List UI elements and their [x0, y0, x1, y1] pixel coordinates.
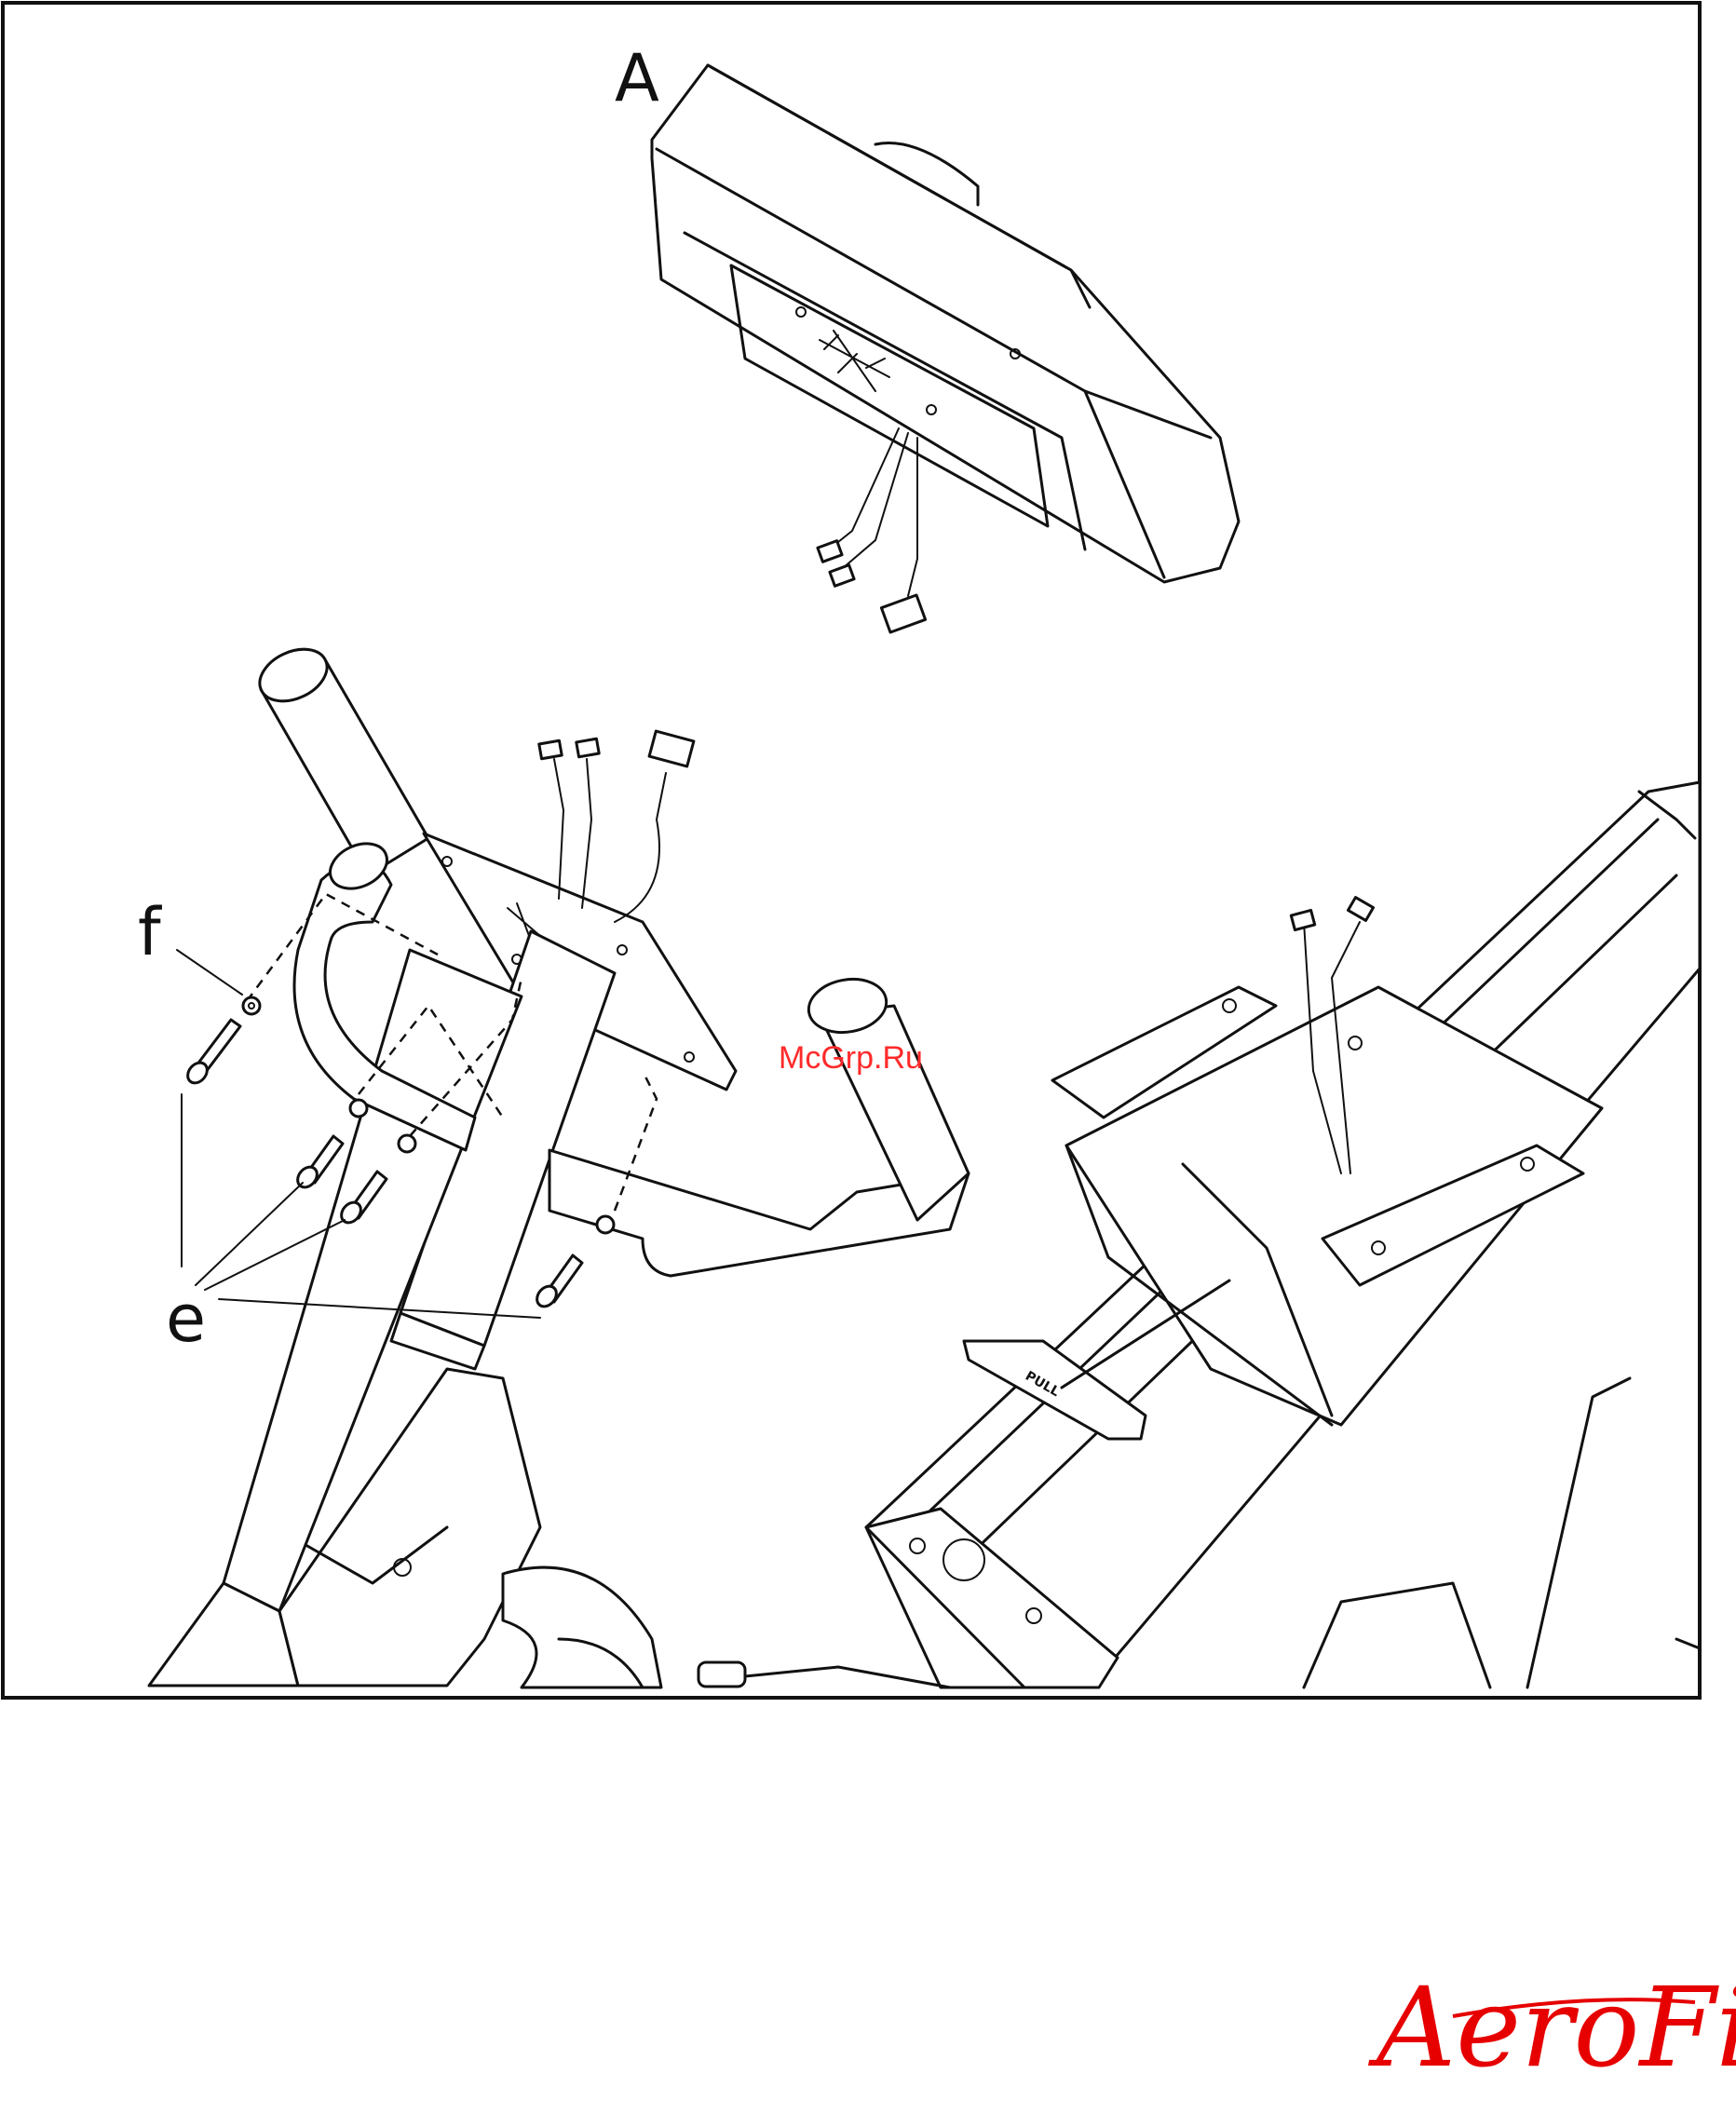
brand-logo: AeroFit	[1368, 1963, 1736, 2092]
console-unit	[652, 65, 1239, 632]
label-part-a: A	[615, 40, 659, 116]
watermark-text: McGrp.Ru	[779, 1040, 923, 1076]
label-part-e: e	[166, 1281, 206, 1357]
washer-f	[243, 997, 260, 1014]
bolt-e	[183, 1020, 240, 1087]
handlebar-assembly	[224, 639, 969, 1611]
bolt-e	[293, 1136, 343, 1191]
label-part-f: f	[138, 894, 162, 970]
bolt-e	[533, 1255, 582, 1310]
